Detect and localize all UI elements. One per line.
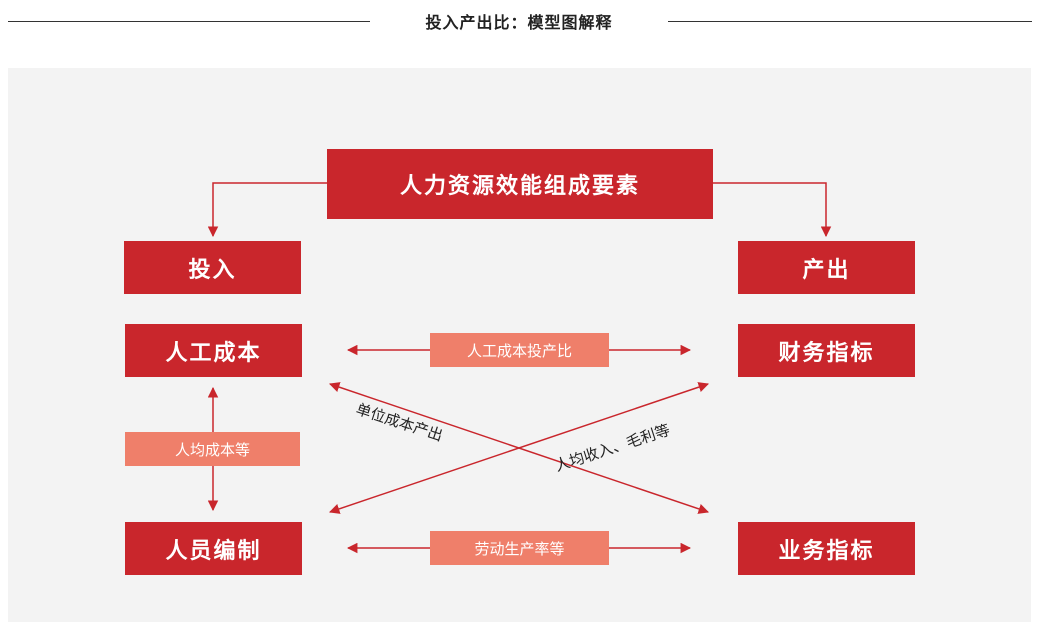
labor-cost-ratio-tag: 人工成本投产比 bbox=[430, 333, 609, 367]
labor-cost-box: 人工成本 bbox=[125, 324, 302, 377]
header-divider-left bbox=[8, 21, 370, 22]
output-box: 产出 bbox=[738, 241, 915, 294]
arrow-top-to-output bbox=[713, 182, 832, 238]
page-title: 投入产出比：模型图解释 bbox=[425, 13, 613, 32]
header-divider-right bbox=[668, 21, 1032, 22]
financial-indicators-box: 财务指标 bbox=[738, 324, 915, 377]
per-capita-cost-tag: 人均成本等 bbox=[125, 432, 300, 466]
headcount-box: 人员编制 bbox=[125, 522, 302, 575]
arrow-top-to-input bbox=[207, 182, 327, 238]
productivity-tag: 劳动生产率等 bbox=[430, 531, 609, 565]
arrow-headcount-financial bbox=[329, 382, 709, 514]
input-box: 投入 bbox=[124, 241, 301, 294]
top-box-hr-efficiency: 人力资源效能组成要素 bbox=[327, 149, 713, 219]
business-indicators-box: 业务指标 bbox=[738, 522, 915, 575]
